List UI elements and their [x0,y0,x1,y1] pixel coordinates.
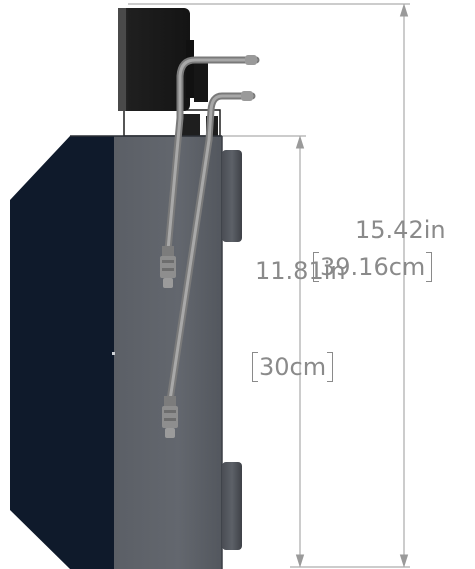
body-height-imperial-label: 11.81in [255,257,346,285]
overall-height-metric-label: 39.16cm [312,252,433,282]
upper-hinge [222,150,242,242]
tubing [164,55,260,404]
front-face [10,136,114,569]
body-arrow-top [295,135,305,149]
body-height-metric-label: 30cm [251,352,334,382]
overall-arrow-top [399,3,409,17]
body-arrow-bottom [295,554,305,568]
overall-height-imperial-label: 15.42in [355,216,446,244]
tube-fittings [160,246,178,438]
pump-motor [118,8,221,137]
side-face [114,136,222,569]
fitting-lower [162,396,178,438]
overall-arrow-bottom [399,554,409,568]
dimension-lines [128,3,410,568]
lower-hinge [222,462,242,550]
fitting-upper [160,246,176,288]
enclosure-body [10,135,242,569]
